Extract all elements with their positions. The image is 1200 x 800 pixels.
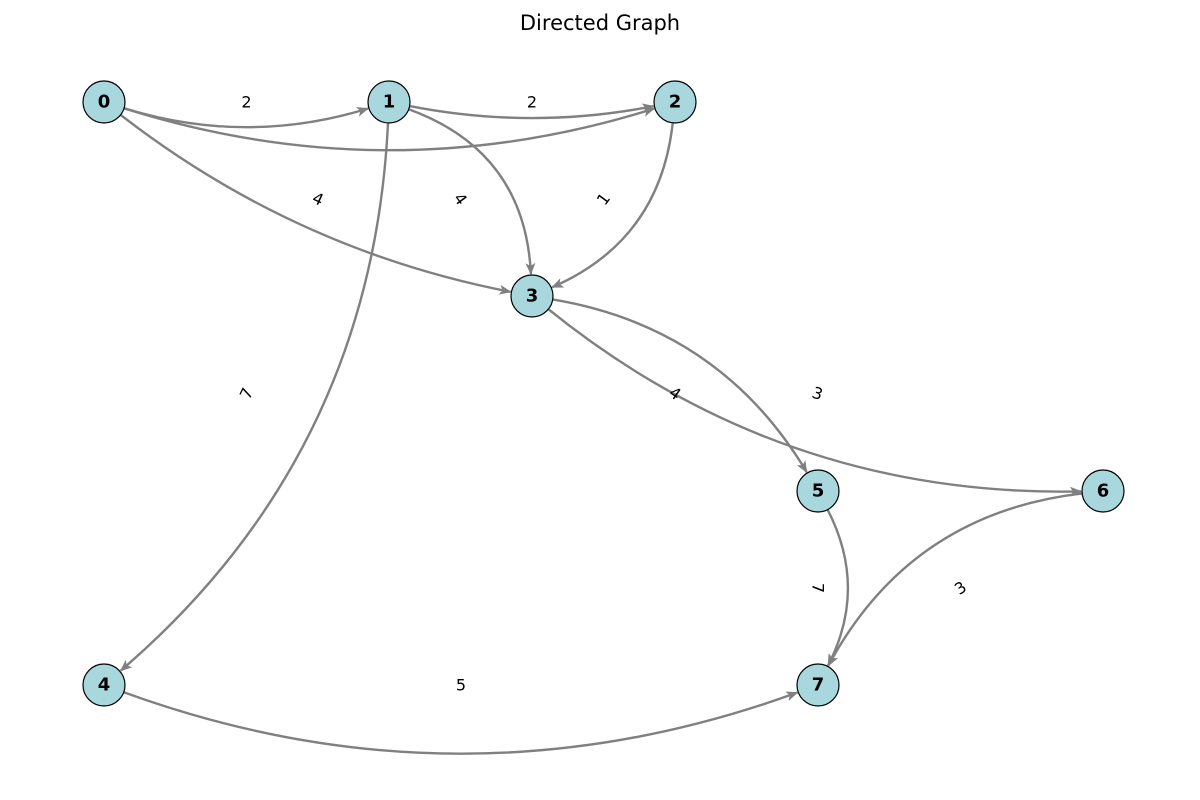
node-circle-2	[653, 80, 697, 124]
node-4: 4	[82, 663, 126, 707]
edge-weight-1-to-2: 2	[527, 93, 537, 112]
node-circle-1	[367, 80, 411, 124]
edges-layer	[119, 103, 1083, 755]
edge-4-to-7	[123, 691, 799, 755]
edge-weight-3-to-6: 3	[810, 383, 826, 404]
node-1: 1	[367, 80, 411, 124]
nodes-layer: 0 1 2 3 4 5 6 7	[82, 80, 1125, 707]
edge-1-to-2	[409, 103, 655, 120]
node-3: 3	[510, 274, 554, 318]
edge-weight-1-to-3: 4	[450, 189, 471, 208]
node-7: 7	[796, 663, 840, 707]
edge-weight-0-to-3: 4	[309, 188, 326, 210]
edge-weight-3-to-5: 4	[665, 383, 684, 404]
edge-weight-4-to-7: 5	[456, 676, 466, 695]
edge-2-to-3	[551, 122, 674, 289]
edge-5-to-7	[826, 509, 850, 667]
node-label-5: 5	[812, 481, 825, 502]
graph-title: Directed Graph	[520, 11, 680, 35]
node-circle-6	[1081, 469, 1125, 513]
edge-weight-2-to-3: 1	[593, 189, 614, 208]
edge-3-to-5	[552, 298, 808, 473]
node-6: 6	[1081, 469, 1125, 513]
node-label-6: 6	[1097, 481, 1110, 502]
edge-weight-5-to-7: 7	[809, 583, 828, 593]
node-label-2: 2	[669, 92, 682, 113]
edge-weight-1-to-4: 7	[236, 385, 258, 403]
edge-1-to-4	[119, 122, 390, 672]
node-label-0: 0	[98, 92, 111, 113]
node-label-4: 4	[98, 675, 111, 696]
node-2: 2	[653, 80, 697, 124]
node-label-1: 1	[383, 92, 396, 113]
node-circle-3	[510, 274, 554, 318]
node-circle-5	[796, 469, 840, 513]
node-circle-4	[82, 663, 126, 707]
edge-1-to-3	[408, 108, 536, 276]
edge-6-to-7	[827, 492, 1083, 667]
edge-weight-6-to-7: 3	[951, 577, 970, 598]
edge-0-to-3	[119, 113, 512, 295]
node-label-3: 3	[526, 286, 539, 307]
node-0: 0	[82, 80, 126, 124]
node-label-7: 7	[812, 675, 825, 696]
edge-0-to-2	[123, 107, 655, 152]
node-5: 5	[796, 469, 840, 513]
edge-3-to-6	[547, 308, 1082, 497]
node-circle-0	[82, 80, 126, 124]
edge-labels-layer: 244247143573	[236, 93, 970, 695]
edge-weight-0-to-1: 2	[241, 93, 251, 112]
node-circle-7	[796, 663, 840, 707]
